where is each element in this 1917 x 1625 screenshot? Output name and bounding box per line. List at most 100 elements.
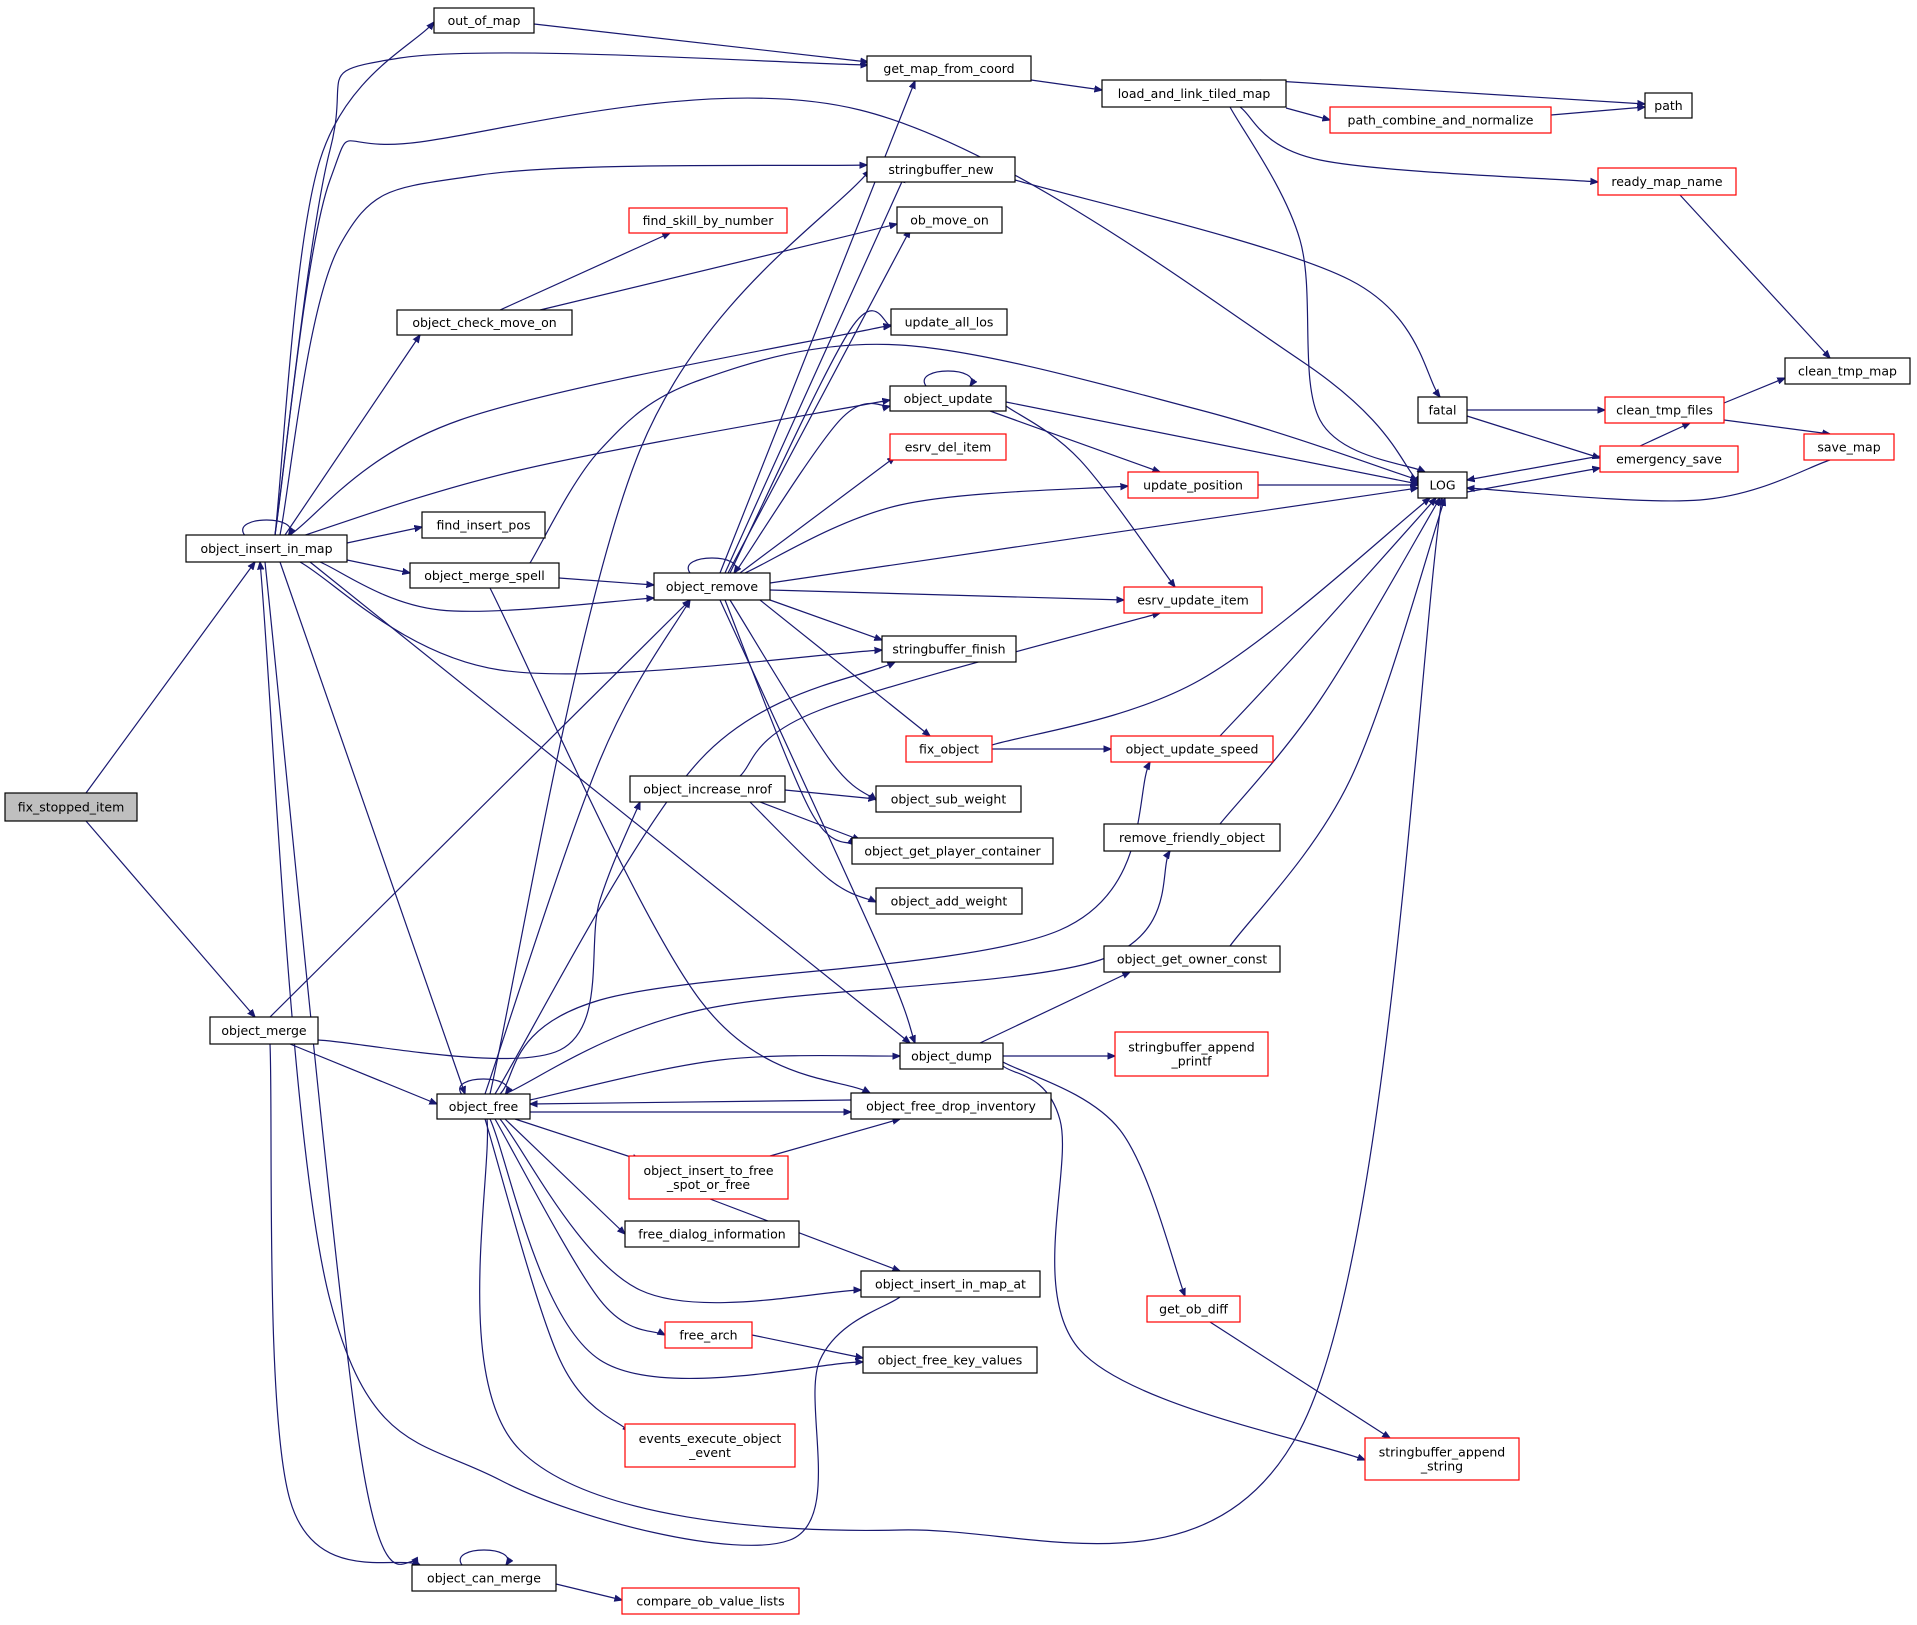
node-object-free[interactable]: object_free [436, 1093, 531, 1120]
node-box[interactable] [1604, 396, 1725, 424]
node-object-free-key-values[interactable]: object_free_key_values [862, 1346, 1038, 1374]
node-box[interactable] [624, 1423, 796, 1468]
node-box[interactable] [209, 1016, 319, 1045]
node-box[interactable] [1417, 471, 1468, 499]
node-object-get-owner-const[interactable]: object_get_owner_const [1103, 945, 1281, 973]
node-box[interactable] [862, 1346, 1038, 1374]
node-box[interactable] [896, 206, 1003, 234]
node-get-map-from-coord[interactable]: get_map_from_coord [866, 55, 1032, 82]
node-box[interactable] [905, 735, 993, 763]
node-path-combine-and-normalize[interactable]: path_combine_and_normalize [1329, 106, 1552, 134]
node-path[interactable]: path [1644, 92, 1693, 119]
node-events-execute-object-event[interactable]: events_execute_object_event [624, 1423, 796, 1468]
node-box[interactable] [421, 511, 546, 539]
node-box[interactable] [875, 785, 1022, 813]
node-object-remove[interactable]: object_remove [653, 572, 771, 601]
node-object-merge[interactable]: object_merge [209, 1016, 319, 1045]
node-box[interactable] [1103, 945, 1281, 973]
node-box[interactable] [860, 1270, 1041, 1298]
node-box[interactable] [899, 1042, 1004, 1070]
node-box[interactable] [1114, 1031, 1269, 1077]
node-load-and-link-tiled-map[interactable]: load_and_link_tiled_map [1101, 79, 1287, 108]
node-object-can-merge[interactable]: object_can_merge [411, 1564, 557, 1592]
node-box[interactable] [185, 534, 348, 563]
node-update-position[interactable]: update_position [1127, 471, 1259, 499]
node-compare-ob-value-lists[interactable]: compare_ob_value_lists [621, 1587, 800, 1615]
node-box[interactable] [850, 1092, 1052, 1120]
node-fatal[interactable]: fatal [1417, 396, 1468, 424]
node-box[interactable] [889, 433, 1007, 461]
node-box[interactable] [1644, 92, 1693, 119]
node-object-update-speed[interactable]: object_update_speed [1110, 735, 1274, 763]
node-object-sub-weight[interactable]: object_sub_weight [875, 785, 1022, 813]
node-box[interactable] [629, 775, 786, 803]
node-find-insert-pos[interactable]: find_insert_pos [421, 511, 546, 539]
node-box[interactable] [664, 1321, 753, 1349]
node-box[interactable] [866, 55, 1032, 82]
node-box[interactable] [1127, 471, 1259, 499]
node-ready-map-name[interactable]: ready_map_name [1597, 167, 1737, 196]
node-box[interactable] [1329, 106, 1552, 134]
node-esrv-del-item[interactable]: esrv_del_item [889, 433, 1007, 461]
node-box[interactable] [866, 156, 1016, 183]
node-ob-move-on[interactable]: ob_move_on [896, 206, 1003, 234]
node-box[interactable] [1123, 586, 1263, 614]
node-box[interactable] [1364, 1437, 1520, 1481]
node-object-merge-spell[interactable]: object_merge_spell [409, 562, 560, 589]
node-object-insert-to-free-spot-or-free[interactable]: object_insert_to_free_spot_or_free [628, 1155, 789, 1200]
node-object-increase-nrof[interactable]: object_increase_nrof [629, 775, 786, 803]
node-box[interactable] [1146, 1295, 1241, 1323]
node-stringbuffer-append-printf[interactable]: stringbuffer_append_printf [1114, 1031, 1269, 1077]
node-box[interactable] [851, 837, 1054, 865]
node-box[interactable] [409, 562, 560, 589]
node-box[interactable] [890, 308, 1008, 336]
node-object-get-player-container[interactable]: object_get_player_container [851, 837, 1054, 865]
node-box[interactable] [1417, 396, 1468, 424]
node-box[interactable] [1599, 445, 1739, 473]
node-fix-object[interactable]: fix_object [905, 735, 993, 763]
node-box[interactable] [411, 1564, 557, 1592]
node-stringbuffer-new[interactable]: stringbuffer_new [866, 156, 1016, 183]
node-box[interactable] [628, 1155, 789, 1200]
node-box[interactable] [1110, 735, 1274, 763]
node-object-free-drop-inventory[interactable]: object_free_drop_inventory [850, 1092, 1052, 1120]
node-box[interactable] [624, 1220, 800, 1248]
node-remove-friendly-object[interactable]: remove_friendly_object [1103, 823, 1281, 852]
node-clean-tmp-files[interactable]: clean_tmp_files [1604, 396, 1725, 424]
node-get-ob-diff[interactable]: get_ob_diff [1146, 1295, 1241, 1323]
node-box[interactable] [881, 635, 1017, 663]
node-box[interactable] [396, 309, 573, 336]
node-box[interactable] [653, 572, 771, 601]
node-object-insert-in-map[interactable]: object_insert_in_map [185, 534, 348, 563]
node-box[interactable] [1101, 79, 1287, 108]
node-box[interactable] [1597, 167, 1737, 196]
node-free-arch[interactable]: free_arch [664, 1321, 753, 1349]
node-object-insert-in-map-at[interactable]: object_insert_in_map_at [860, 1270, 1041, 1298]
node-emergency-save[interactable]: emergency_save [1599, 445, 1739, 473]
node-stringbuffer-finish[interactable]: stringbuffer_finish [881, 635, 1017, 663]
node-stringbuffer-append-string[interactable]: stringbuffer_append_string [1364, 1437, 1520, 1481]
node-find-skill-by-number[interactable]: find_skill_by_number [628, 207, 788, 234]
node-box[interactable] [4, 792, 138, 822]
node-box[interactable] [1103, 823, 1281, 852]
node-out-of-map[interactable]: out_of_map [433, 7, 535, 34]
node-LOG[interactable]: LOG [1417, 471, 1468, 499]
node-box[interactable] [889, 385, 1007, 412]
node-esrv-update-item[interactable]: esrv_update_item [1123, 586, 1263, 614]
node-object-update[interactable]: object_update [889, 385, 1007, 412]
node-box[interactable] [621, 1587, 800, 1615]
node-update-all-los[interactable]: update_all_los [890, 308, 1008, 336]
node-object-check-move-on[interactable]: object_check_move_on [396, 309, 573, 336]
node-fix-stopped-item[interactable]: fix_stopped_item [4, 792, 138, 822]
node-object-add-weight[interactable]: object_add_weight [875, 887, 1023, 915]
node-free-dialog-information[interactable]: free_dialog_information [624, 1220, 800, 1248]
node-save-map[interactable]: save_map [1803, 433, 1895, 461]
node-box[interactable] [628, 207, 788, 234]
node-box[interactable] [436, 1093, 531, 1120]
node-box[interactable] [1803, 433, 1895, 461]
node-box[interactable] [433, 7, 535, 34]
node-box[interactable] [1784, 357, 1911, 385]
node-box[interactable] [875, 887, 1023, 915]
node-object-dump[interactable]: object_dump [899, 1042, 1004, 1070]
node-clean-tmp-map[interactable]: clean_tmp_map [1784, 357, 1911, 385]
